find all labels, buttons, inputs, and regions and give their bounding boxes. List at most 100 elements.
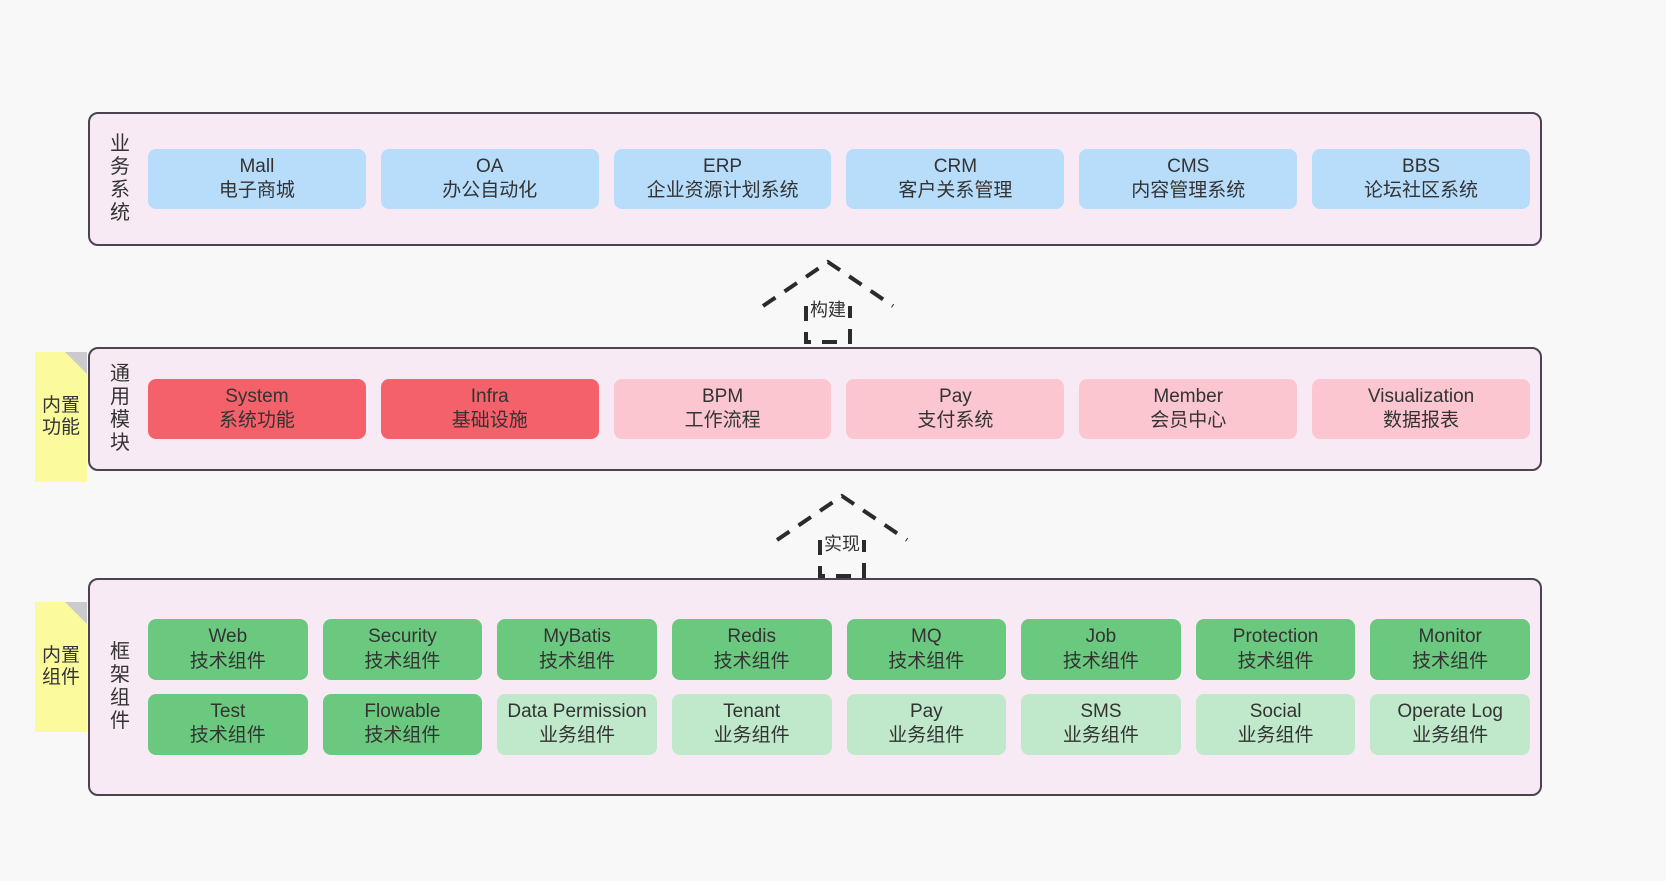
layer-body-common-modules: System 系统功能 Infra 基础设施 BPM 工作流程 Pay 支付系统… — [140, 357, 1530, 461]
card-row: Web 技术组件 Security 技术组件 MyBatis 技术组件 Redi… — [148, 619, 1530, 680]
card-bbs[interactable]: BBS 论坛社区系统 — [1312, 148, 1530, 210]
card-subtitle: 支付系统 — [917, 410, 994, 431]
card-subtitle: 工作流程 — [684, 410, 761, 431]
layer-business-systems: 业务系统 Mall 电子商城 OA 办公自动化 ERP 企业资源计划系统 CRM… — [88, 112, 1542, 246]
card-crm[interactable]: CRM 客户关系管理 — [846, 148, 1065, 210]
card-subtitle: 技术组件 — [1237, 650, 1314, 672]
card-tenant[interactable]: Tenant 业务组件 — [671, 694, 832, 755]
card-title: Infra — [470, 385, 509, 407]
card-system[interactable]: System 系统功能 — [148, 378, 366, 440]
card-title: BBS — [1402, 155, 1441, 177]
card-subtitle: 技术组件 — [539, 650, 616, 672]
connector-implement: 实现 — [772, 492, 912, 578]
card-cms[interactable]: CMS 内容管理系统 — [1079, 148, 1298, 210]
card-title: Pay — [939, 385, 972, 407]
layer-framework-components: 框架组件 Web 技术组件 Security 技术组件 MyBatis 技术组件… — [88, 578, 1542, 796]
card-subtitle: 技术组件 — [1412, 650, 1489, 672]
card-title: Data Permission — [507, 701, 647, 722]
card-mq[interactable]: MQ 技术组件 — [846, 619, 1007, 680]
card-mall[interactable]: Mall 电子商城 — [148, 148, 366, 210]
card-row: System 系统功能 Infra 基础设施 BPM 工作流程 Pay 支付系统… — [148, 378, 1530, 440]
card-visualization[interactable]: Visualization 数据报表 — [1312, 378, 1530, 440]
folded-corner-icon — [65, 352, 87, 374]
card-title: Visualization — [1367, 385, 1475, 407]
card-erp[interactable]: ERP 企业资源计划系统 — [613, 148, 832, 210]
arrow-head-outline — [775, 493, 909, 542]
card-subtitle: 业务组件 — [713, 725, 790, 747]
card-title: Flowable — [364, 701, 441, 722]
card-subtitle: 技术组件 — [189, 725, 266, 747]
layer-label-business-systems: 业务系统 — [110, 133, 130, 224]
card-title: BPM — [701, 385, 744, 407]
card-pay-module[interactable]: Pay 支付系统 — [846, 378, 1065, 440]
card-social[interactable]: Social 业务组件 — [1195, 694, 1356, 755]
card-web[interactable]: Web 技术组件 — [148, 619, 308, 680]
card-infra[interactable]: Infra 基础设施 — [380, 378, 599, 440]
connector-label-build: 构建 — [810, 300, 846, 320]
card-subtitle: 技术组件 — [888, 650, 965, 672]
card-data-permission[interactable]: Data Permission 业务组件 — [497, 694, 657, 755]
card-subtitle: 业务组件 — [1062, 725, 1139, 747]
card-title: Member — [1153, 385, 1224, 407]
card-subtitle: 数据报表 — [1383, 410, 1460, 431]
card-title: Social — [1249, 701, 1302, 722]
card-monitor[interactable]: Monitor 技术组件 — [1370, 619, 1530, 680]
card-title: CMS — [1167, 155, 1210, 177]
card-title: Operate Log — [1397, 701, 1503, 722]
sticky-note-text: 内置组件 — [41, 644, 80, 688]
card-subtitle: 企业资源计划系统 — [646, 180, 799, 201]
layer-label-common-modules: 通用模块 — [110, 363, 130, 454]
card-oa[interactable]: OA 办公自动化 — [380, 148, 599, 210]
card-subtitle: 基础设施 — [451, 410, 528, 431]
card-subtitle: 技术组件 — [364, 725, 441, 747]
card-title: Pay — [909, 701, 943, 722]
card-row: Mall 电子商城 OA 办公自动化 ERP 企业资源计划系统 CRM 客户关系… — [148, 148, 1530, 210]
card-title: CRM — [933, 155, 978, 177]
card-row: Test 技术组件 Flowable 技术组件 Data Permission … — [148, 694, 1530, 755]
connector-build: 构建 — [758, 258, 898, 344]
layer-common-modules: 通用模块 System 系统功能 Infra 基础设施 BPM 工作流程 Pay… — [88, 347, 1542, 471]
card-subtitle: 论坛社区系统 — [1364, 180, 1479, 201]
card-subtitle: 业务组件 — [539, 725, 616, 747]
card-subtitle: 办公自动化 — [442, 180, 538, 201]
layer-body-business-systems: Mall 电子商城 OA 办公自动化 ERP 企业资源计划系统 CRM 客户关系… — [140, 122, 1530, 236]
card-bpm[interactable]: BPM 工作流程 — [613, 378, 832, 440]
sticky-note-builtin-features: 内置功能 — [35, 352, 87, 482]
card-title: SMS — [1080, 701, 1122, 722]
card-subtitle: 系统功能 — [218, 410, 295, 431]
card-title: MQ — [911, 626, 942, 648]
card-job[interactable]: Job 技术组件 — [1021, 619, 1181, 680]
card-subtitle: 业务组件 — [888, 725, 965, 747]
card-subtitle: 会员中心 — [1150, 410, 1227, 431]
card-title: System — [225, 385, 289, 407]
card-subtitle: 技术组件 — [189, 650, 266, 672]
sticky-note-text: 内置功能 — [41, 394, 80, 438]
card-title: MyBatis — [543, 626, 611, 648]
connector-label-implement: 实现 — [824, 534, 860, 554]
card-subtitle: 技术组件 — [713, 650, 790, 672]
card-subtitle: 客户关系管理 — [898, 180, 1013, 201]
card-title: ERP — [703, 155, 743, 177]
card-subtitle: 技术组件 — [364, 650, 441, 672]
card-redis[interactable]: Redis 技术组件 — [671, 619, 832, 680]
card-protection[interactable]: Protection 技术组件 — [1195, 619, 1356, 680]
card-flowable[interactable]: Flowable 技术组件 — [322, 694, 483, 755]
card-security[interactable]: Security 技术组件 — [322, 619, 483, 680]
card-title: Security — [368, 626, 437, 648]
card-title: OA — [476, 155, 504, 177]
card-title: Redis — [727, 626, 776, 648]
card-sms[interactable]: SMS 业务组件 — [1021, 694, 1181, 755]
card-operate-log[interactable]: Operate Log 业务组件 — [1370, 694, 1530, 755]
card-member[interactable]: Member 会员中心 — [1079, 378, 1298, 440]
sticky-note-builtin-components: 内置组件 — [35, 602, 87, 732]
card-mybatis[interactable]: MyBatis 技术组件 — [497, 619, 657, 680]
arrow-shaft — [818, 540, 866, 578]
layer-label-framework-components: 框架组件 — [110, 641, 130, 732]
card-test[interactable]: Test 技术组件 — [148, 694, 308, 755]
card-subtitle: 业务组件 — [1237, 725, 1314, 747]
card-title: Protection — [1232, 626, 1319, 648]
card-title: Test — [210, 701, 246, 722]
card-title: Monitor — [1418, 626, 1482, 648]
card-pay-component[interactable]: Pay 业务组件 — [846, 694, 1007, 755]
